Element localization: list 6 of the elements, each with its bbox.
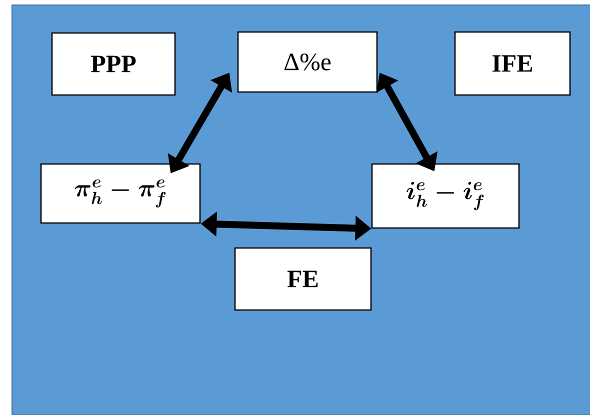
formula-box: $\boldsymbol{\pi_{h}^{e} -\ \pi_{f}^{e}}$ [40, 163, 201, 224]
formula-box: $\boldsymbol{i_{h}^{e} -\ i_{f}^{e}}$ [371, 163, 520, 229]
label-box: IFE [454, 31, 571, 96]
label-box: FE [234, 247, 372, 311]
label-box: Δ%e [237, 31, 378, 93]
label-box: PPP [51, 32, 176, 96]
